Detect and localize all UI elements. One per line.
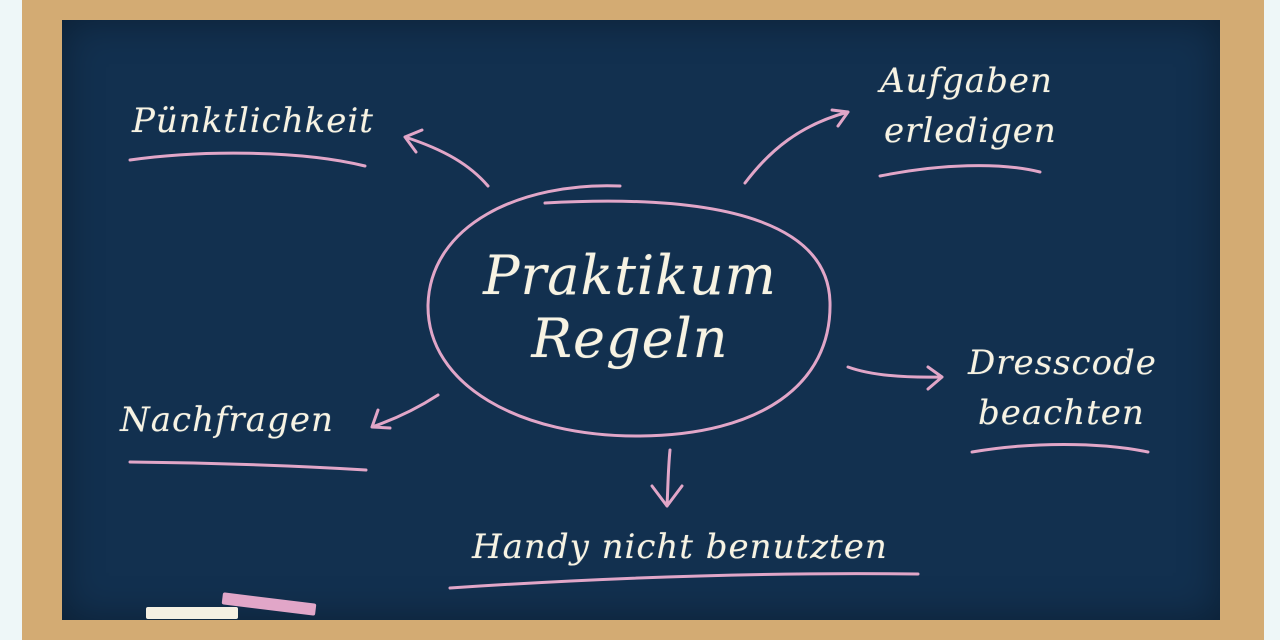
center-title-line2: Regeln [531,307,729,370]
topic-aufgaben-line1: Aufgaben [880,61,1053,101]
arrow-to-nachfragen [370,393,440,430]
topic-puenktlichkeit: Pünktlichkeit [132,101,374,141]
underline-puenktlichkeit [128,151,367,168]
arrow-to-dresscode [846,365,944,391]
center-ellipse [426,184,832,438]
topic-handy: Handy nicht benutzten [472,527,888,567]
topic-dresscode-line1: Dresscode [968,343,1157,383]
center-title-line1: Praktikum [483,244,777,307]
underline-nachfragen [128,460,368,472]
topic-nachfragen: Nachfragen [120,400,334,440]
chalkboard [62,20,1220,620]
topic-dresscode-line2: beachten [978,393,1145,433]
white-chalk-stick [146,607,238,619]
arrow-to-handy [650,448,684,508]
arrow-to-aufgaben [743,108,850,185]
topic-aufgaben-line2: erledigen [884,111,1057,151]
underline-handy [448,572,920,590]
underline-dresscode [970,443,1150,454]
arrow-to-puenktlichkeit [403,128,490,188]
underline-aufgaben [878,164,1042,178]
